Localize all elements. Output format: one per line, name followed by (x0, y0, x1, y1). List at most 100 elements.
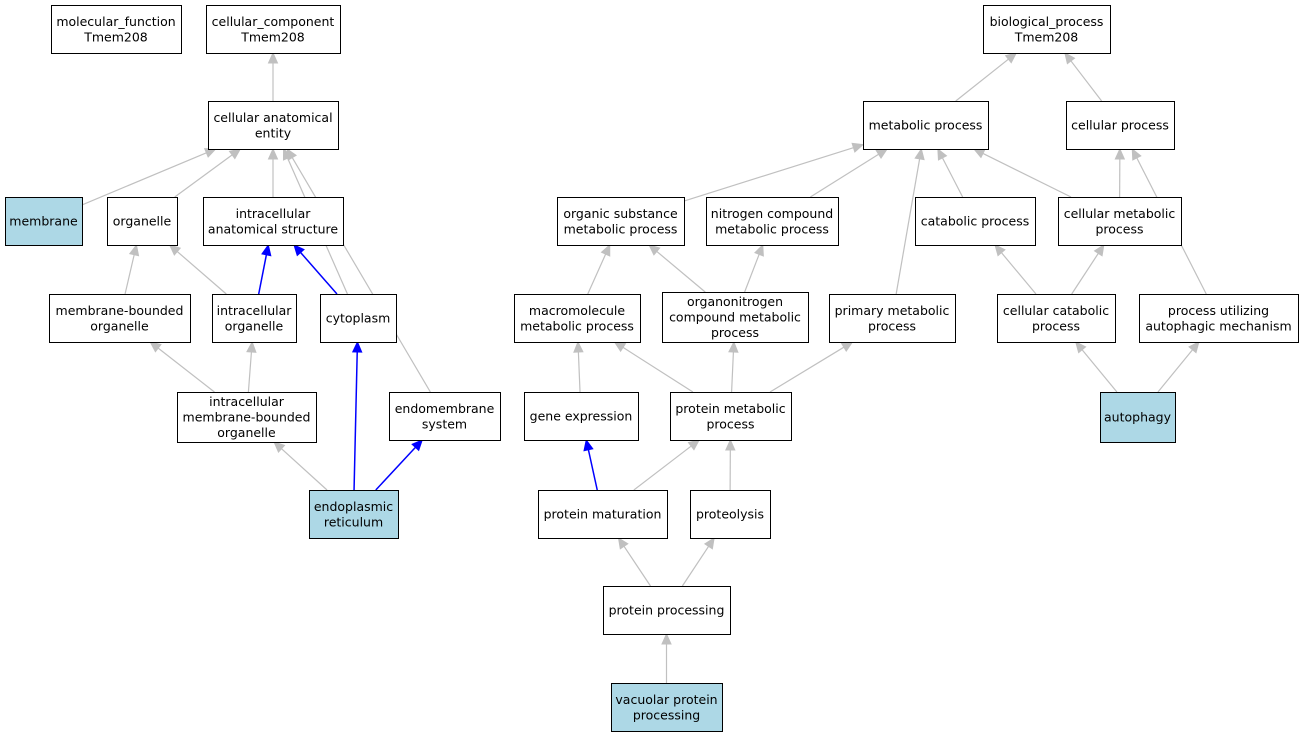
term-box (1100, 392, 1176, 443)
edge-line (257, 254, 268, 295)
edge-arrowhead (1131, 147, 1142, 161)
edge-arrowhead (754, 243, 764, 257)
edge-arrowhead (875, 148, 889, 160)
term-label: autophagic mechanism (1145, 318, 1291, 333)
edge-line (622, 346, 694, 393)
term-label: membrane-bounded (183, 410, 311, 425)
edge-line (623, 545, 651, 587)
edge-line (157, 347, 215, 393)
edge-line (81, 152, 207, 206)
term-label: organelle (113, 214, 172, 229)
term-box (915, 197, 1036, 246)
term-label: metabolic process (564, 221, 678, 236)
edge-arrowhead (583, 438, 594, 452)
term-node-gene-expression[interactable]: gene expression (524, 392, 639, 441)
edge-arrowhead (725, 438, 736, 451)
edge-arrowhead (1114, 147, 1126, 160)
term-label: entity (255, 125, 292, 140)
term-label: proteolysis (696, 507, 764, 522)
edge-ias-to-cae (267, 147, 279, 197)
term-box (538, 490, 668, 539)
term-label: cellular catabolic (1003, 303, 1109, 318)
term-node-protein-maturation[interactable]: protein maturation (538, 490, 668, 539)
edge-arrowhead (1188, 341, 1200, 354)
term-label: intracellular (236, 206, 312, 221)
term-label: cellular metabolic (1064, 206, 1176, 221)
term-node-protein-processing[interactable]: protein processing (603, 586, 731, 635)
edge-line (810, 153, 879, 198)
edge-arrowhead (840, 341, 854, 352)
edge-arrowhead (687, 439, 701, 451)
term-box (524, 392, 639, 441)
edge-cmp-to-cp (1114, 147, 1126, 198)
edge-line (633, 445, 692, 491)
edge-line (587, 253, 607, 295)
edge-io-to-organelle (168, 244, 227, 295)
term-label: protein processing (609, 603, 725, 618)
edge-vpp-to-pp (661, 632, 672, 683)
edge-line (982, 152, 1072, 198)
edge-arrowhead (573, 340, 584, 353)
term-label: organelle (90, 318, 149, 333)
term-label: endomembrane (395, 401, 495, 416)
edge-protmp-to-mmp (613, 341, 694, 393)
term-node-cellular-process[interactable]: cellular process (1066, 101, 1175, 150)
edge-membrane-to-cae (81, 148, 217, 206)
term-label: intracellular (217, 303, 293, 318)
edge-line (681, 546, 710, 587)
edge-line (577, 351, 581, 393)
edge-ccp-to-cmp (1071, 243, 1105, 295)
term-node-catabolic-process[interactable]: catabolic process (915, 197, 1036, 246)
term-box (997, 294, 1116, 343)
term-label: cellular_component (212, 14, 335, 29)
term-label: primary metabolic (835, 303, 950, 318)
term-node-membrane[interactable]: membrane (5, 197, 83, 246)
edge-line (683, 147, 854, 202)
term-node-metabolic-process[interactable]: metabolic process (863, 101, 989, 150)
edge-oncmp-to-ncmp (744, 243, 764, 293)
term-node-organelle[interactable]: organelle (107, 197, 178, 246)
edge-autophagy-to-ccp (1074, 341, 1118, 393)
edge-er-to-cytoplasm (351, 340, 363, 491)
edge-cp-to-bp (1064, 52, 1103, 102)
term-label: processing (633, 707, 700, 722)
term-label: metabolic process (869, 118, 983, 133)
edge-ncmp-to-mp (810, 148, 889, 198)
term-node-cytoplasm[interactable]: cytoplasm (320, 294, 397, 343)
term-label: compound metabolic (669, 310, 801, 325)
term-label: membrane-bounded (56, 303, 184, 318)
term-box (863, 101, 989, 150)
term-label: endoplasmic (314, 499, 393, 514)
edge-line (656, 250, 706, 293)
term-label: system (422, 416, 467, 431)
edge-arrowhead (703, 536, 715, 550)
edge-arrowhead (267, 147, 279, 160)
edge-line (730, 351, 735, 393)
edge-arrowhead (293, 244, 305, 257)
term-node-autophagy[interactable]: autophagy (1100, 392, 1176, 443)
term-label: organelle (217, 425, 276, 440)
term-node-proteolysis[interactable]: proteolysis (690, 490, 771, 539)
